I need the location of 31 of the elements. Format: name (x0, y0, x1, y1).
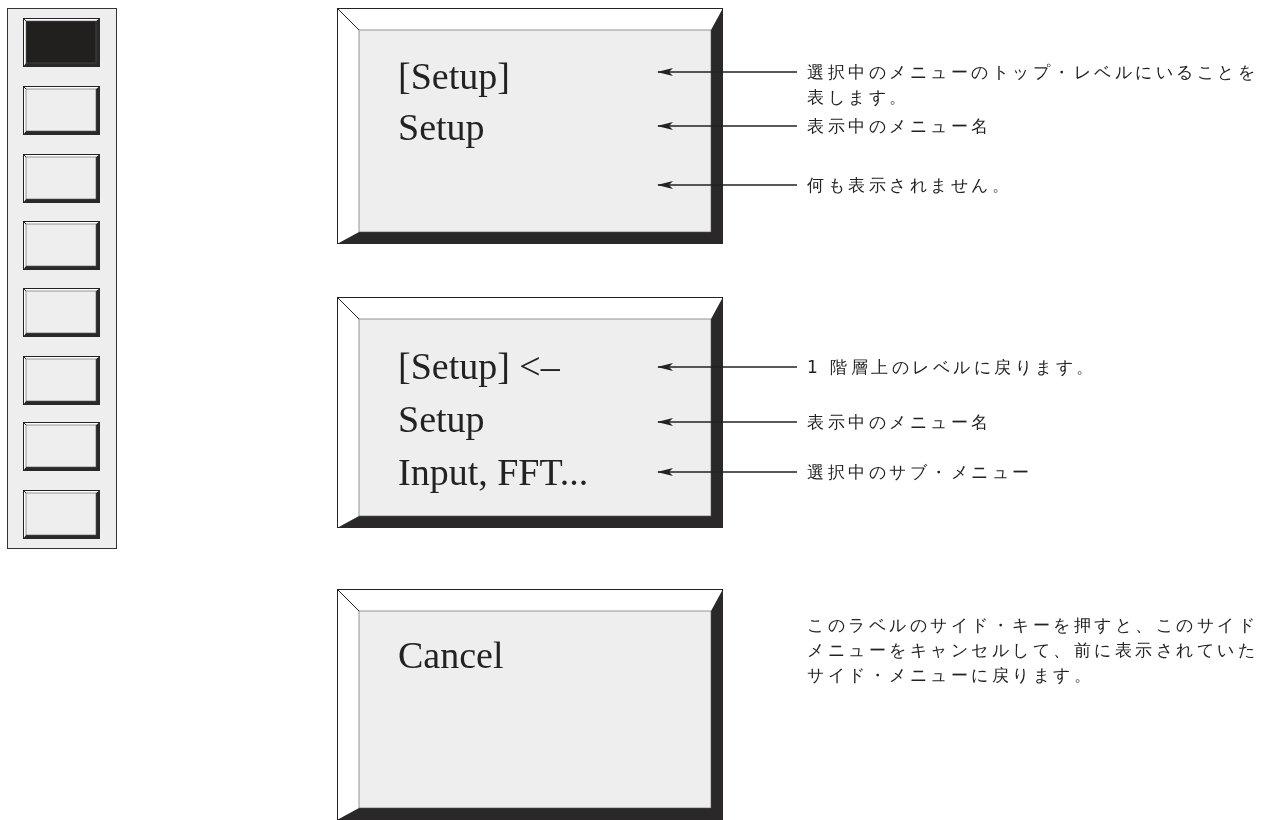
menu-text: Cancel (398, 633, 504, 678)
side-menu-panel (7, 8, 117, 549)
leader-arrow (657, 122, 798, 130)
side-key (23, 86, 100, 135)
annotation-text: 選択中のメニューのトップ・レベルにいることを表します。 (797, 60, 1267, 112)
annotation-text: 1 階層上のレベルに戻ります。 (797, 355, 1267, 381)
leader-arrow (657, 181, 798, 189)
side-key (23, 18, 100, 67)
leader-arrow (657, 418, 798, 426)
leader-arrow (657, 363, 798, 371)
side-key (23, 154, 100, 203)
annotation-text: 表示中のメニュー名 (797, 410, 1267, 436)
menu-text: Setup (398, 397, 485, 442)
note-text: このラベルのサイド・キーを押すと、このサイドメニューをキャンセルして、前に表示されていたサイド・メニューに戻ります。 (807, 614, 1259, 687)
menu-text: Input, FFT... (398, 450, 589, 495)
side-key (23, 490, 100, 539)
side-key (23, 221, 100, 270)
menu-text: Setup (398, 105, 485, 150)
annotation-text: 選択中のサブ・メニュー (797, 460, 1267, 486)
leader-arrow (657, 468, 798, 476)
menu-label-key (337, 297, 723, 528)
side-key (23, 422, 100, 471)
menu-text: [Setup] <– (398, 344, 560, 389)
menu-text: [Setup] (398, 54, 510, 99)
side-key (23, 356, 100, 405)
menu-label-key (337, 589, 723, 820)
annotation-text: 何も表示されません。 (797, 173, 1267, 199)
annotation-text: 表示中のメニュー名 (797, 114, 1267, 140)
side-key (23, 288, 100, 337)
leader-arrow (657, 68, 798, 76)
menu-label-key (337, 8, 723, 244)
